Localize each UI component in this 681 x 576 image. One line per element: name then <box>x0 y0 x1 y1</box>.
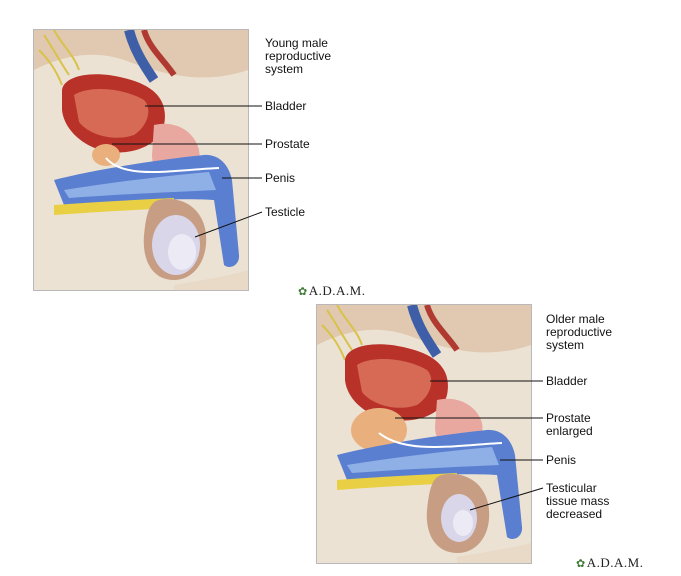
young-title: Young male reproductive system <box>265 36 332 76</box>
leaf-icon: ✿ <box>576 558 586 570</box>
brand-older-text: A.D.A.M. <box>586 555 644 570</box>
label-old-bladder: Bladder <box>546 374 588 388</box>
young-anatomy-illustration <box>33 29 249 291</box>
brand-older: ✿A.D.A.M. <box>576 555 643 571</box>
label-young-penis: Penis <box>265 171 296 185</box>
leaf-icon: ✿ <box>298 286 308 298</box>
older-title: Older male reproductive system <box>546 312 613 352</box>
label-young-testicle: Testicle <box>265 205 306 219</box>
label-old-penis: Penis <box>546 453 577 467</box>
label-old-testicle: Testicular tissue mass decreased <box>546 481 610 521</box>
label-old-prostate: Prostate enlarged <box>546 411 593 438</box>
label-young-prostate: Prostate <box>265 137 310 151</box>
brand-young: ✿A.D.A.M. <box>298 283 365 299</box>
label-young-bladder: Bladder <box>265 99 307 113</box>
brand-young-text: A.D.A.M. <box>308 283 366 298</box>
older-anatomy-illustration <box>316 304 532 564</box>
